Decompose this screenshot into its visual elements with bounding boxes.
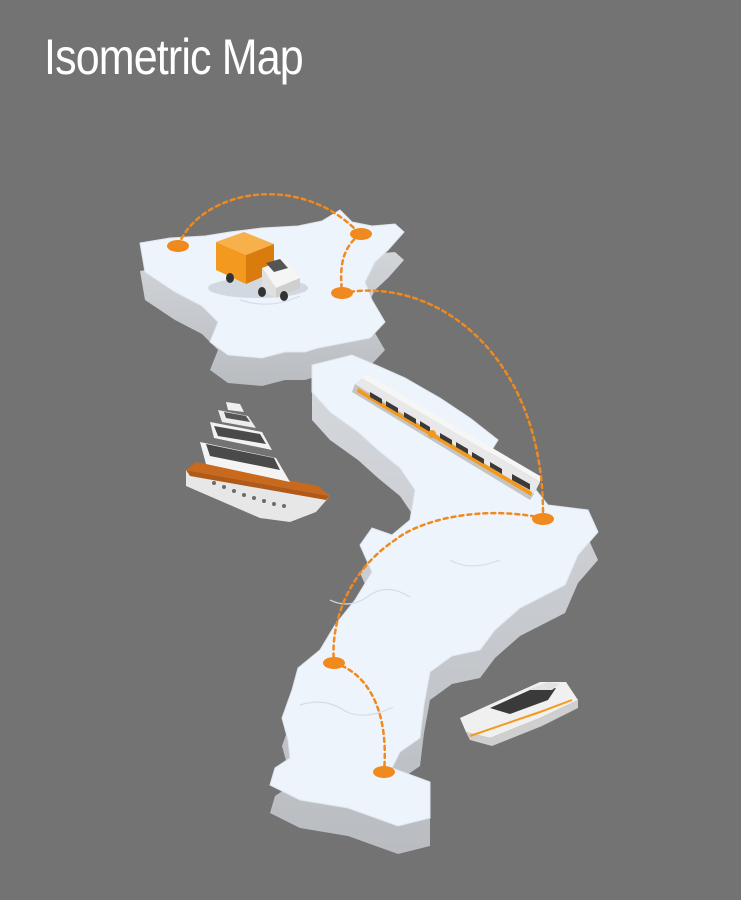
cruise-ship-icon	[186, 402, 330, 522]
route-node	[373, 766, 395, 778]
route-node	[532, 513, 554, 525]
train-icon	[352, 375, 540, 500]
route-node	[323, 657, 345, 669]
route-node	[350, 228, 372, 240]
route-node	[167, 240, 189, 252]
route-node	[331, 287, 353, 299]
speedboat-icon	[460, 682, 578, 746]
truck-icon	[208, 232, 308, 301]
route-nodes	[167, 228, 554, 778]
land-mass	[139, 209, 599, 854]
map-title: Isometric Map	[44, 29, 304, 85]
